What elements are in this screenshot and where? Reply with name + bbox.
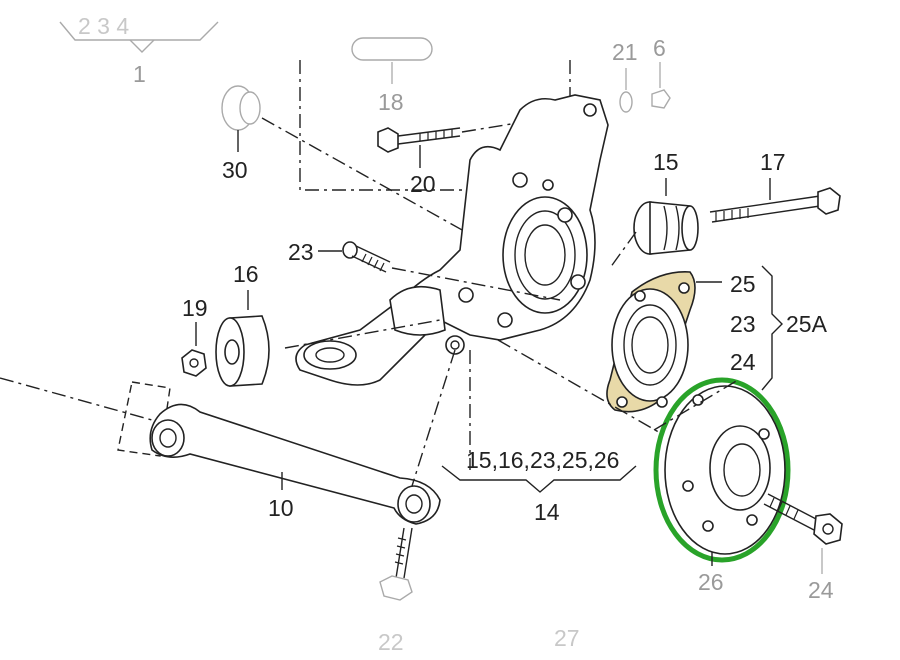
label-17: 17 — [760, 149, 786, 175]
part-25-bearing-flange: 25 23 24 25A — [497, 265, 828, 451]
bolt-22: 22 — [378, 527, 413, 655]
part-group-1: 2 3 4 1 — [59, 13, 219, 87]
label-18: 18 — [378, 89, 404, 115]
label-1-ticks: 2 3 4 — [78, 13, 129, 39]
label-24-group: 24 — [730, 349, 756, 375]
part-26-wheel-hub: 26 — [653, 377, 791, 595]
label-15: 15 — [653, 149, 679, 175]
label-25: 25 — [730, 271, 756, 297]
nut-19: 19 — [181, 295, 208, 377]
bolt-20: 20 — [377, 117, 549, 197]
part-30-bushing: 30 — [221, 85, 481, 241]
label-27: 27 — [554, 625, 580, 651]
part-6-nut: 6 — [651, 35, 671, 109]
label-1: 1 — [133, 61, 146, 87]
label-22: 22 — [378, 629, 404, 655]
bolt-24: 24 — [763, 493, 843, 603]
part-10-control-arm: 10 — [0, 377, 441, 525]
label-23-bolt: 23 — [288, 239, 314, 265]
label-23-group: 23 — [730, 311, 756, 337]
label-6: 6 — [653, 35, 666, 61]
label-14-list: 15,16,23,25,26 — [466, 447, 619, 473]
part-15-bushing: 15 — [609, 149, 699, 269]
part-18-sleeve: 18 — [351, 37, 433, 115]
label-20: 20 — [410, 171, 436, 197]
label-25A: 25A — [786, 311, 828, 337]
wheel-bearing-housing — [295, 94, 609, 386]
label-16: 16 — [233, 261, 259, 287]
label-19: 19 — [182, 295, 208, 321]
bolt-17: 17 — [709, 149, 841, 223]
label-14: 14 — [534, 499, 560, 525]
label-30: 30 — [222, 157, 248, 183]
part-group-14: 15,16,23,25,26 14 — [441, 447, 637, 525]
bolt-23: 23 — [288, 239, 561, 301]
part-21-washer: 21 — [612, 39, 638, 113]
part-16-bushing: 16 — [215, 261, 441, 387]
label-26: 26 — [698, 569, 724, 595]
label-10: 10 — [268, 495, 294, 521]
label-24-bolt: 24 — [808, 577, 834, 603]
label-21: 21 — [612, 39, 638, 65]
